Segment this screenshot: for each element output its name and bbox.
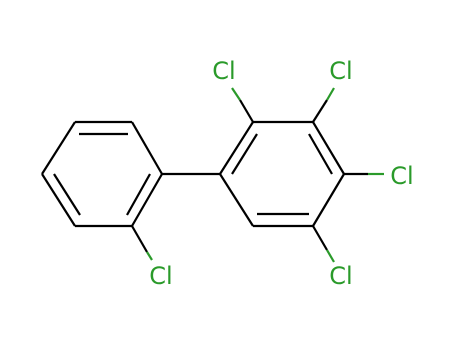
bond (41, 173, 76, 227)
cl-5-label: Cl (329, 262, 352, 290)
double-bond-inner (231, 133, 258, 175)
c-cl-bonds (131, 87, 384, 263)
bond (219, 121, 254, 175)
bond (146, 251, 153, 261)
bond (312, 225, 328, 251)
bond (312, 173, 345, 227)
double-bond-inner (308, 133, 333, 175)
cl-4-label: Cl (390, 162, 413, 190)
double-bond-inner (53, 173, 81, 216)
bond (239, 99, 254, 123)
left-phenyl-ring (41, 120, 163, 228)
cl-3-label: Cl (329, 57, 352, 85)
bond (41, 121, 76, 175)
bond (312, 99, 328, 123)
bond (131, 225, 148, 253)
double-bond-inner (126, 173, 151, 216)
bond (312, 121, 345, 175)
cl-2-label: Cl (212, 57, 235, 85)
atom-labels: Cl Cl Cl Cl Cl (149, 57, 413, 290)
cl-ortho-label: Cl (149, 262, 172, 290)
right-phenyl-ring (219, 120, 345, 228)
bond (219, 173, 254, 227)
bond (326, 87, 335, 101)
bond (131, 173, 163, 227)
bond (326, 249, 335, 263)
bond (231, 87, 241, 101)
bond (131, 121, 163, 175)
